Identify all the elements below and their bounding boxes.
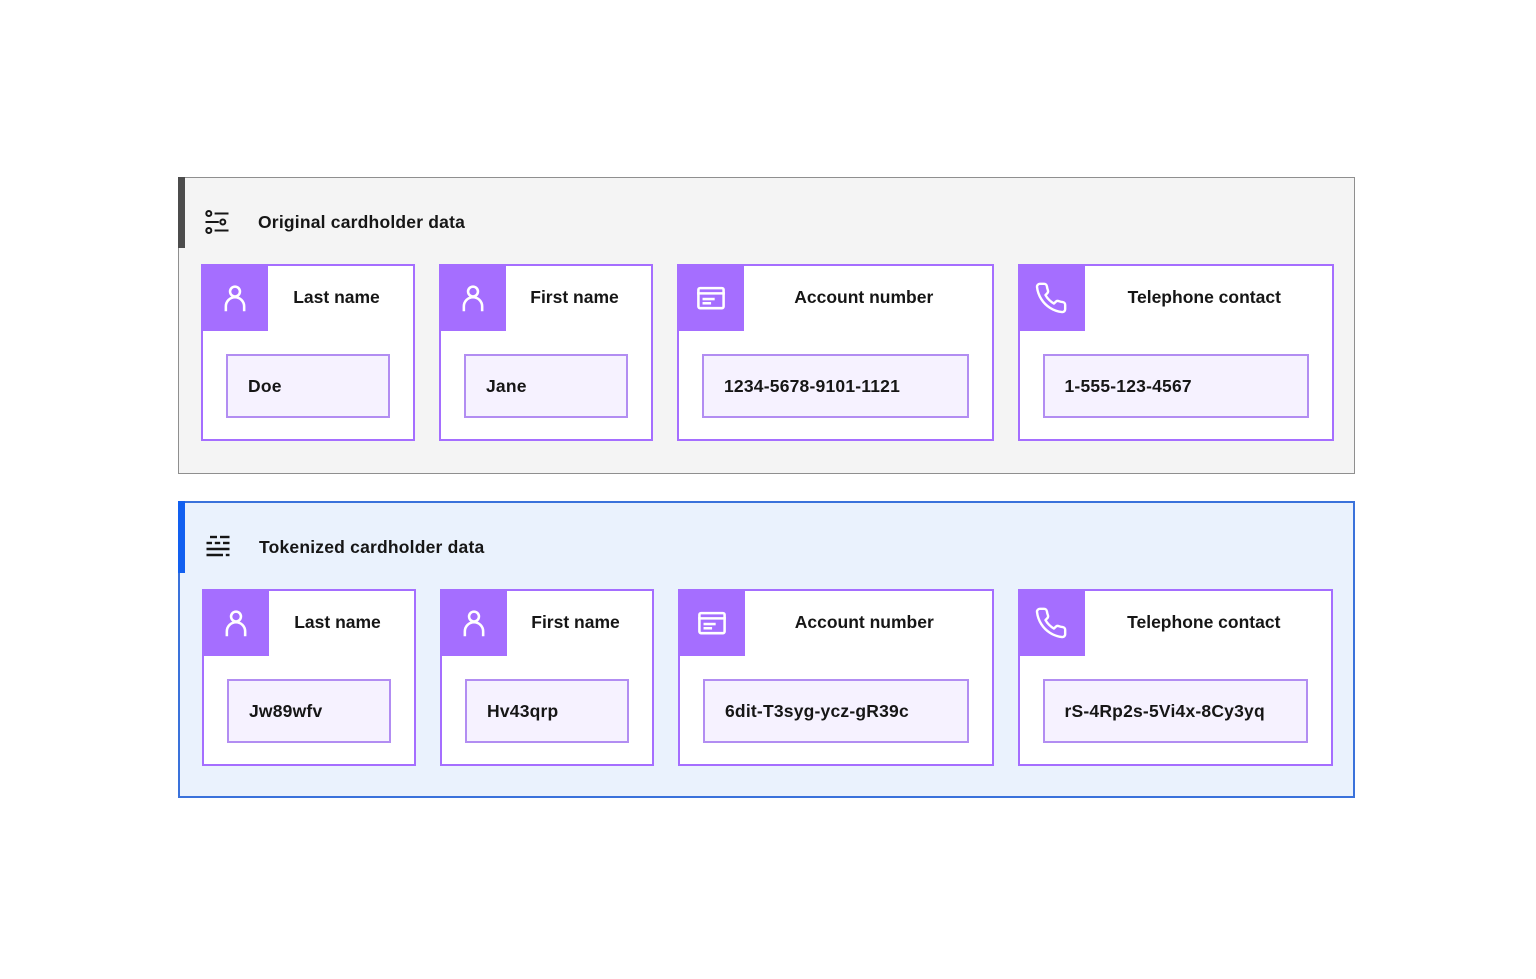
- field-value: 1234-5678-9101-1121: [724, 375, 901, 396]
- field-value-box: Jw89wfv: [227, 679, 391, 743]
- panel-header: Tokenized cardholder data: [204, 522, 484, 572]
- field-value-box: 6dit-T3syg-ycz-gR39c: [703, 679, 969, 743]
- user-icon: [440, 589, 507, 656]
- user-icon: [439, 264, 506, 331]
- field-value: Doe: [248, 375, 282, 396]
- field-card-telephone: Telephone contact 1-555-123-4567: [1017, 264, 1334, 441]
- field-label: First name: [531, 612, 620, 632]
- token-lines-icon: [206, 535, 230, 557]
- field-label: Last name: [293, 287, 380, 307]
- phone-icon: [1017, 264, 1085, 331]
- field-card-first-name: First name Jane: [439, 264, 653, 441]
- field-value-box: 1-555-123-4567: [1042, 354, 1309, 418]
- field-card-last-name-token: Last name Jw89wfv: [202, 589, 416, 766]
- field-card-row: Last name Jw89wfv First name Hv43qrp Acc: [202, 589, 1333, 766]
- field-label: First name: [530, 287, 619, 307]
- field-value: Jane: [486, 375, 527, 396]
- field-card-telephone-token: Telephone contact rS-4Rp2s-5Vi4x-8Cy3yq: [1017, 589, 1333, 766]
- field-value-box: Hv43qrp: [465, 679, 629, 743]
- field-card-account-number-token: Account number 6dit-T3syg-ycz-gR39c: [678, 589, 994, 766]
- field-label: Telephone contact: [1127, 612, 1281, 632]
- field-label: Account number: [794, 287, 934, 307]
- field-card-first-name-token: First name Hv43qrp: [440, 589, 654, 766]
- panel-title: Tokenized cardholder data: [259, 536, 485, 557]
- field-value: Jw89wfv: [249, 700, 323, 721]
- settings-adjust-icon: [205, 210, 229, 235]
- user-icon: [202, 589, 269, 656]
- field-value-box: Doe: [226, 354, 390, 418]
- panel-title: Original cardholder data: [258, 211, 466, 232]
- field-label: Telephone contact: [1127, 287, 1281, 307]
- field-value-box: Jane: [464, 354, 628, 418]
- phone-icon: [1017, 589, 1085, 656]
- account-card-icon: [678, 589, 745, 656]
- field-card-row: Last name Doe First name Jane Account nu: [201, 264, 1334, 441]
- field-value-box: 1234-5678-9101-1121: [702, 354, 969, 418]
- user-icon: [201, 264, 268, 331]
- field-value: rS-4Rp2s-5Vi4x-8Cy3yq: [1064, 700, 1265, 721]
- field-value-box: rS-4Rp2s-5Vi4x-8Cy3yq: [1042, 679, 1308, 743]
- account-card-icon: [677, 264, 744, 331]
- original-data-panel: Original cardholder data Last name Doe F…: [178, 177, 1355, 474]
- field-label: Account number: [794, 612, 934, 632]
- field-card-account-number: Account number 1234-5678-9101-1121: [677, 264, 994, 441]
- panel-accent-bar: [178, 177, 185, 248]
- panel-header: Original cardholder data: [203, 197, 465, 247]
- tokenized-data-panel: Tokenized cardholder data Last name Jw89…: [178, 501, 1355, 798]
- field-card-last-name: Last name Doe: [201, 264, 415, 441]
- panel-accent-bar: [178, 501, 185, 573]
- field-value: 6dit-T3syg-ycz-gR39c: [725, 700, 909, 721]
- field-value: Hv43qrp: [487, 700, 559, 721]
- field-label: Last name: [294, 612, 381, 632]
- field-value: 1-555-123-4567: [1064, 375, 1192, 396]
